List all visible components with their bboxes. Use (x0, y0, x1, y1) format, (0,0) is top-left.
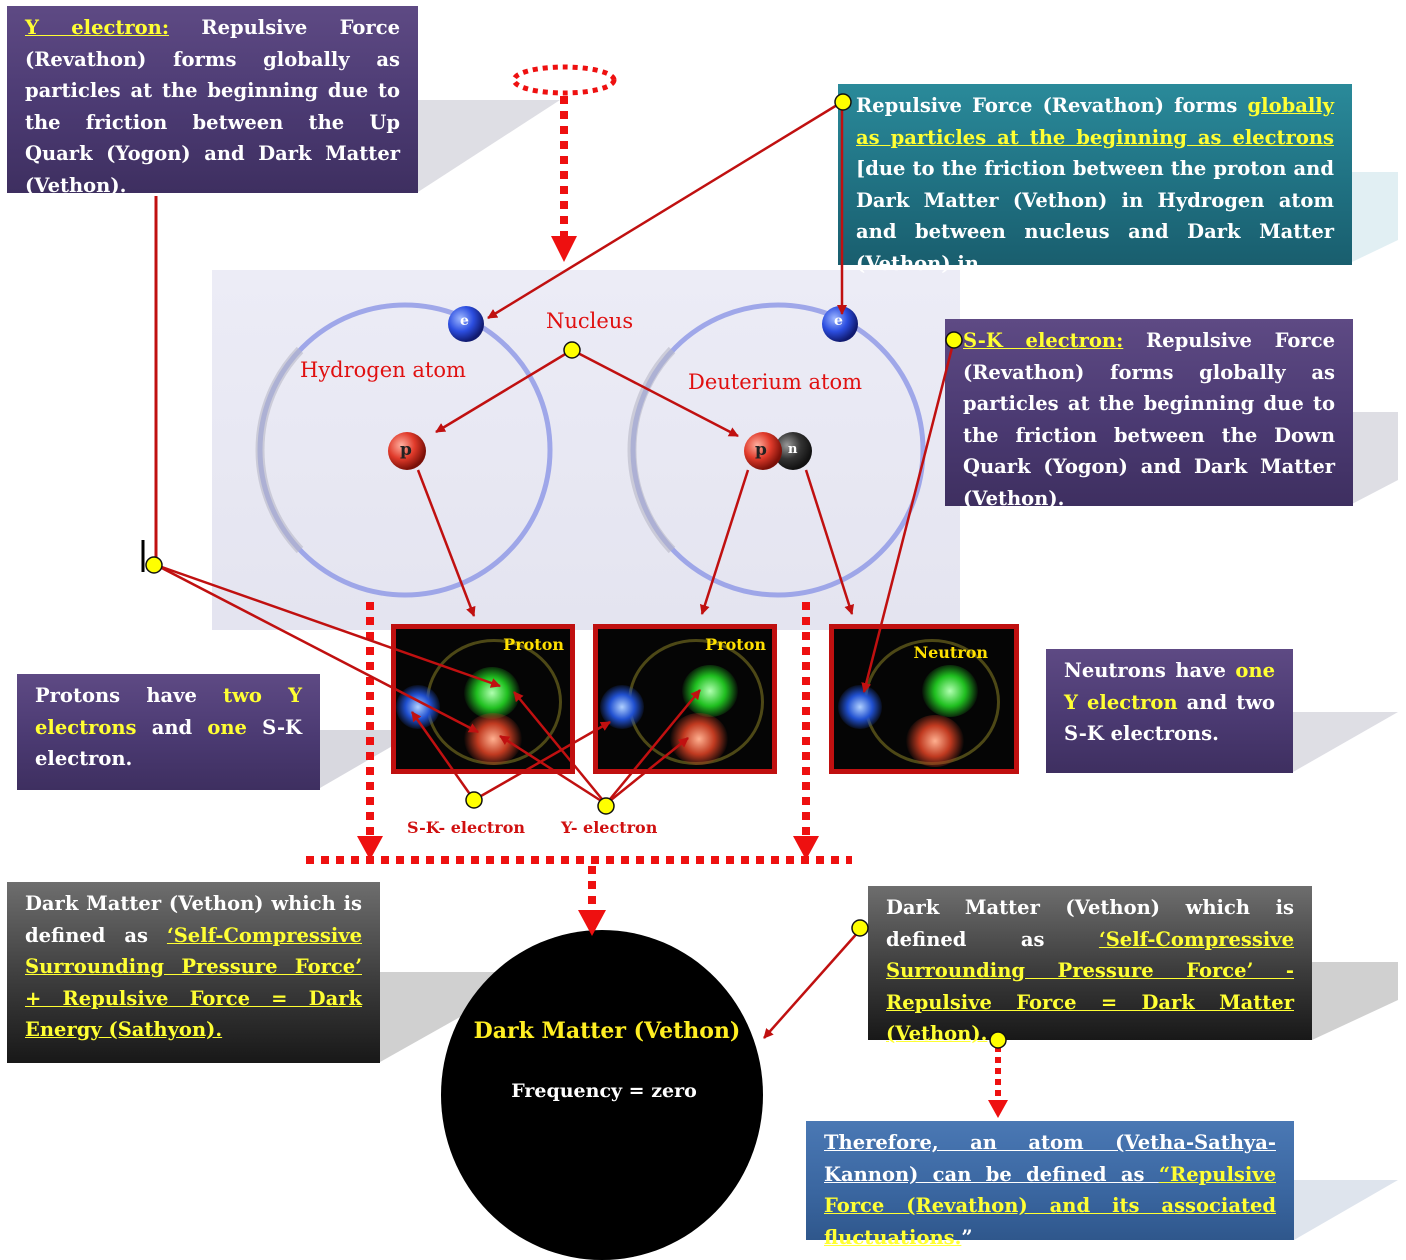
protons-box: Protons have two Y electrons and one S-K… (17, 674, 320, 790)
sk-electron-box: S-K electron: Repulsive Force (Revathon)… (945, 319, 1353, 510)
blue-quark (838, 685, 882, 729)
proton-label-1: Proton (503, 635, 564, 654)
repulsive-force-box: Repulsive Force (Revathon) forms globall… (838, 84, 1352, 275)
neutrons-box: Neutrons have one Y electron and two S-K… (1046, 649, 1293, 773)
repulsive-connector-dot (834, 93, 852, 111)
sk-electron-label: S-K- electron (407, 818, 526, 837)
green-quark (922, 665, 978, 717)
protons-y2: one (207, 715, 247, 739)
therefore-box: Therefore, an atom (Vetha-Sathya-Kannon)… (806, 1121, 1294, 1249)
deuterium-atom-label: Deuterium atom (688, 370, 863, 394)
therefore-y1: “Repulsive Force (Revathon) and its asso… (824, 1162, 1276, 1249)
deuterium-electron-symbol: e (834, 313, 843, 329)
red-quark (906, 715, 964, 767)
y-electron-connector-dot (145, 556, 163, 574)
neutron-label: Neutron (913, 643, 988, 662)
y-electron-dot (597, 797, 615, 815)
nucleus-label: Nucleus (546, 309, 634, 333)
deuterium-proton-symbol: p (755, 440, 767, 460)
dark-energy-box: Dark Matter (Vethon) which is defined as… (7, 882, 380, 1063)
protons-t1: Protons have (35, 684, 224, 707)
sk-electron-text: Repulsive Force (Revathon) forms globall… (963, 329, 1335, 510)
protons-t2: and (136, 715, 208, 739)
therefore-u1: Therefore, an atom (Vetha-Sathya-Kannon)… (824, 1131, 1276, 1186)
dark-matter-circle (441, 930, 763, 1260)
dark-matter-def-box: Dark Matter (Vethon) which is defined as… (868, 886, 1312, 1045)
dark-matter-title: Dark Matter (Vethon) (473, 1018, 741, 1044)
neutrons-y1: one Y electron (1064, 659, 1275, 714)
top-dotted-ellipse (511, 64, 617, 96)
dark-matter-def-t1: Dark Matter (Vethon) which is defined as (886, 896, 1294, 951)
deuterium-neutron (774, 432, 812, 470)
neutron-panel: Neutron (829, 624, 1019, 774)
therefore-u2: ” (961, 1225, 973, 1249)
y-electron-text: Repulsive Force (Revathon) forms globall… (25, 16, 400, 197)
sk-electron-title: S-K electron: (963, 329, 1124, 352)
y-electron-box: Y electron: Repulsive Force (Revathon) f… (7, 6, 418, 197)
proton-panel-2: Proton (593, 624, 777, 774)
hydrogen-proton-symbol: p (400, 440, 412, 460)
dark-matter-def-u1: ‘Self-Compressive Surrounding Pressure F… (886, 927, 1294, 1046)
repulsive-highlight: globally as particles at the beginning a… (856, 94, 1334, 149)
y-electron-label: Y- electron (561, 818, 658, 837)
deuterium-electron (822, 306, 858, 342)
neutrons-t1: Neutrons have (1064, 659, 1236, 682)
proton-panel-1: Proton (391, 624, 575, 774)
dark-energy-u1: ‘Self-Compressive Surrounding Pressure F… (25, 923, 362, 1042)
repulsive-text-b: [due to the friction between the proton … (856, 157, 1334, 275)
deuterium-proton (744, 432, 782, 470)
red-quark (464, 713, 522, 765)
protons-y1: two Y electrons (35, 684, 302, 739)
dark-energy-t1: Dark Matter (Vethon) which is defined as (25, 892, 362, 947)
proton-label-2: Proton (705, 635, 766, 654)
protons-t3: S-K electron. (35, 715, 302, 771)
y-electron-title: Y electron: (25, 16, 170, 39)
deuterium-neutron-symbol: n (788, 442, 798, 457)
hydrogen-atom-label: Hydrogen atom (300, 358, 466, 382)
nucleus-connector-dot (563, 341, 581, 359)
hydrogen-proton (388, 432, 426, 470)
sk-connector-dot (945, 331, 963, 349)
repulsive-text-a: Repulsive Force (Revathon) forms (856, 94, 1248, 117)
hydrogen-electron (448, 306, 484, 342)
dark-matter-def-bottom-dot (989, 1031, 1007, 1049)
dark-matter-frequency: Frequency = zero (511, 1080, 697, 1102)
sk-electron-dot (465, 791, 483, 809)
neutrons-t2: and two S-K electrons. (1064, 690, 1275, 746)
hydrogen-electron-symbol: e (460, 313, 469, 329)
dark-matter-def-connector-dot (851, 919, 869, 937)
